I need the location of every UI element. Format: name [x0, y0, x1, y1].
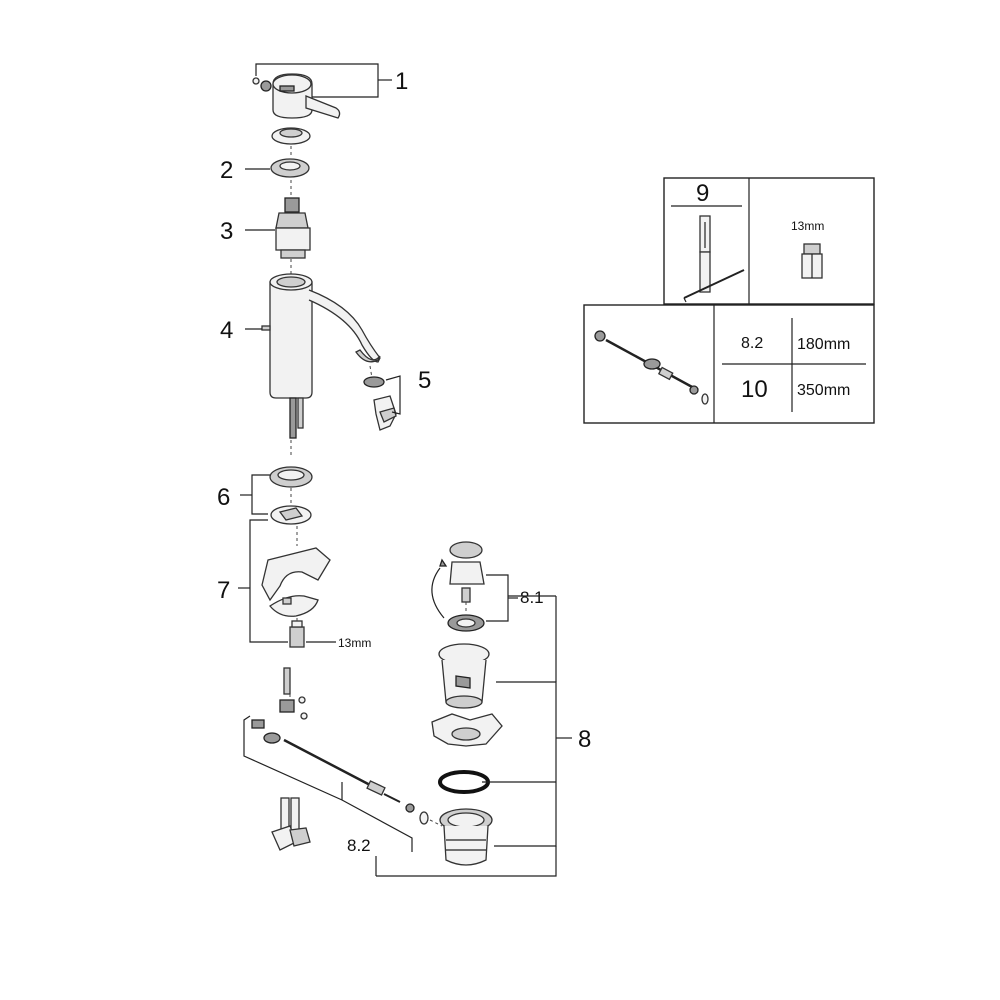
callout-5-label: 5	[418, 367, 431, 394]
callout-8-bracket	[494, 681, 557, 847]
callout-1-label: 1	[395, 68, 408, 95]
callout-6-label: 6	[217, 484, 230, 511]
cover-cap	[271, 127, 311, 145]
rod-row-2-part: 10	[741, 376, 768, 403]
callout-8-label: 8	[578, 726, 591, 753]
callout-2-label: 2	[220, 157, 233, 184]
callout-3-label: 3	[220, 218, 233, 245]
callout-5-bracket	[385, 375, 401, 415]
supply-hoses	[271, 797, 311, 851]
callout-1-bracket	[255, 63, 379, 98]
callout-82-label: 8.2	[347, 836, 371, 855]
drain-gasket	[438, 770, 490, 794]
drain-wedge	[431, 713, 503, 747]
nut-size-label: 13mm	[338, 636, 371, 650]
callout-81-bracket	[486, 574, 509, 622]
faucet-body	[261, 273, 381, 439]
tool-nut-size-label: 13mm	[791, 219, 824, 233]
callout-7-bracket	[249, 519, 288, 643]
callout-7-label: 7	[217, 577, 230, 604]
lever-handle	[252, 73, 341, 119]
tool-box	[663, 177, 875, 305]
base-seal	[269, 466, 313, 525]
drain-nut	[439, 808, 493, 866]
rod-row-2-length: 350mm	[797, 382, 850, 399]
tool-9-label: 9	[696, 180, 709, 207]
mounting-bracket	[261, 547, 331, 648]
lift-rod-linkage	[251, 667, 429, 825]
drain-body	[438, 643, 490, 709]
callout-4-label: 4	[220, 317, 233, 344]
callout-82-bracket	[243, 715, 413, 852]
retaining-ring	[270, 158, 310, 178]
aerator	[363, 376, 397, 431]
rod-row-1-part: 8.2	[741, 335, 763, 352]
callout-6-bracket	[251, 474, 270, 515]
rod-length-table	[583, 304, 875, 424]
rod-row-1-length: 180mm	[797, 336, 850, 353]
callout-81-label: 8.1	[520, 588, 544, 607]
cartridge	[275, 197, 311, 259]
popup-plug	[431, 541, 485, 632]
